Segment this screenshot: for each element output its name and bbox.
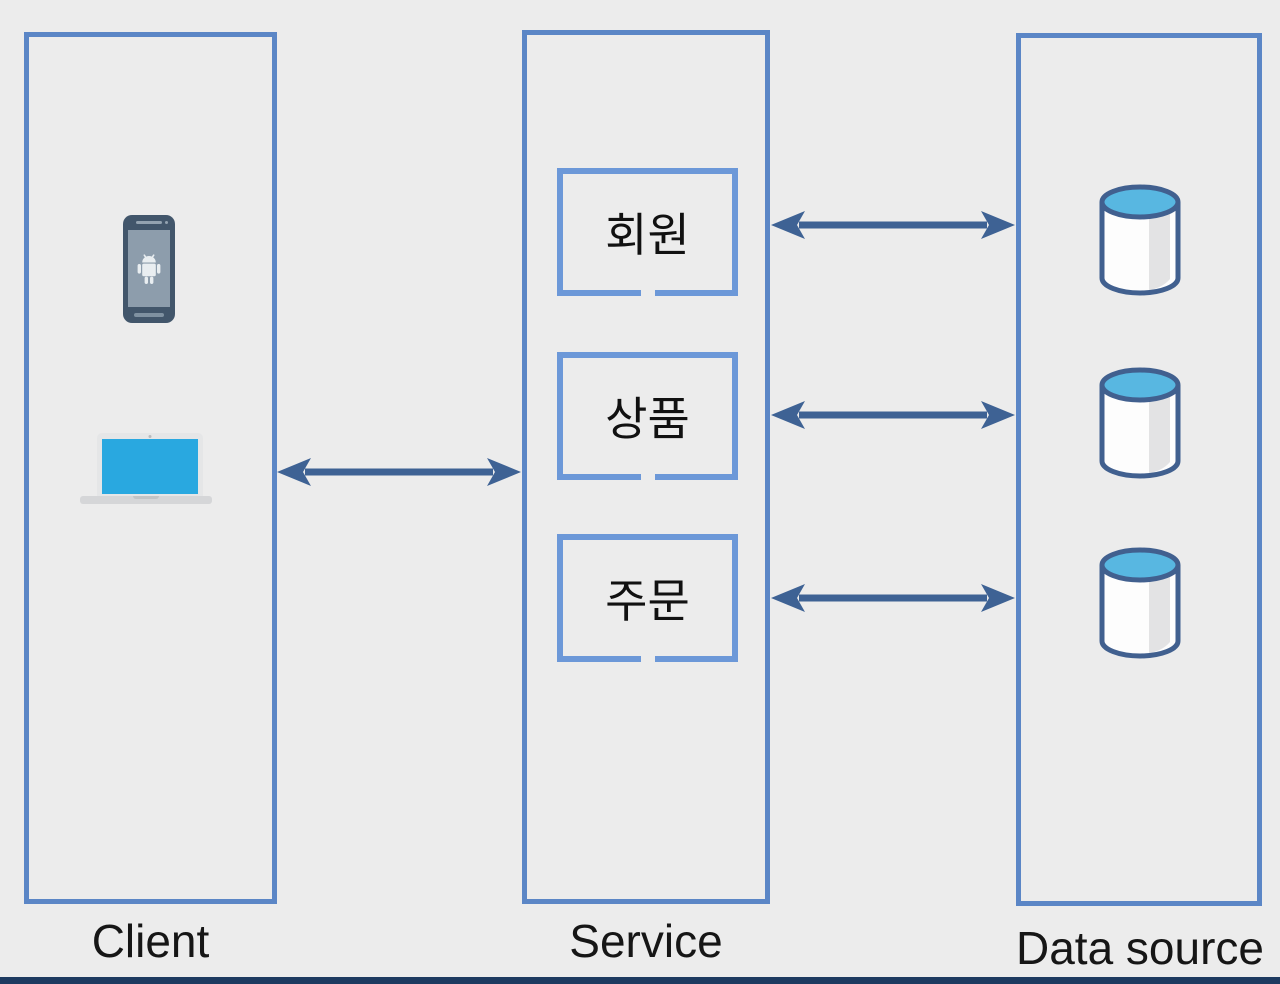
laptop-base bbox=[80, 496, 212, 504]
client-service-arrow bbox=[277, 458, 521, 486]
laptop-display bbox=[102, 439, 198, 494]
service-module-label: 상품 bbox=[605, 393, 690, 445]
service-module-product: 상품 bbox=[557, 352, 738, 480]
member-db-arrow bbox=[771, 211, 1015, 239]
module-border-notch bbox=[640, 656, 655, 662]
service-module-member: 회원 bbox=[557, 168, 738, 296]
product-db-arrow bbox=[771, 401, 1015, 429]
order-db-arrow bbox=[771, 584, 1015, 612]
data-source-box bbox=[1016, 33, 1262, 906]
service-module-label: 주문 bbox=[605, 575, 690, 627]
laptop-base-notch bbox=[133, 496, 159, 499]
phone-camera-dot bbox=[165, 221, 168, 224]
database-icon bbox=[1099, 367, 1181, 479]
client-box bbox=[24, 32, 277, 904]
client-label: Client bbox=[91, 915, 210, 967]
laptop-camera-dot bbox=[148, 435, 152, 438]
data-source-label: Data source bbox=[1015, 922, 1264, 974]
android-phone-icon bbox=[123, 215, 175, 323]
database-icon bbox=[1099, 184, 1181, 296]
android-robot-icon bbox=[137, 253, 161, 284]
database-icon bbox=[1099, 547, 1181, 659]
module-border-notch bbox=[640, 290, 655, 296]
phone-screen bbox=[128, 230, 170, 307]
phone-home-bar bbox=[134, 313, 164, 317]
module-border-notch bbox=[640, 474, 655, 480]
service-module-label: 회원 bbox=[605, 209, 690, 261]
service-box: 회원 상품 주문 bbox=[522, 30, 770, 904]
laptop-icon bbox=[97, 433, 203, 497]
service-label: Service bbox=[569, 915, 723, 967]
phone-speaker bbox=[136, 221, 162, 224]
service-module-order: 주문 bbox=[557, 534, 738, 662]
bottom-edge-bar bbox=[0, 977, 1280, 984]
